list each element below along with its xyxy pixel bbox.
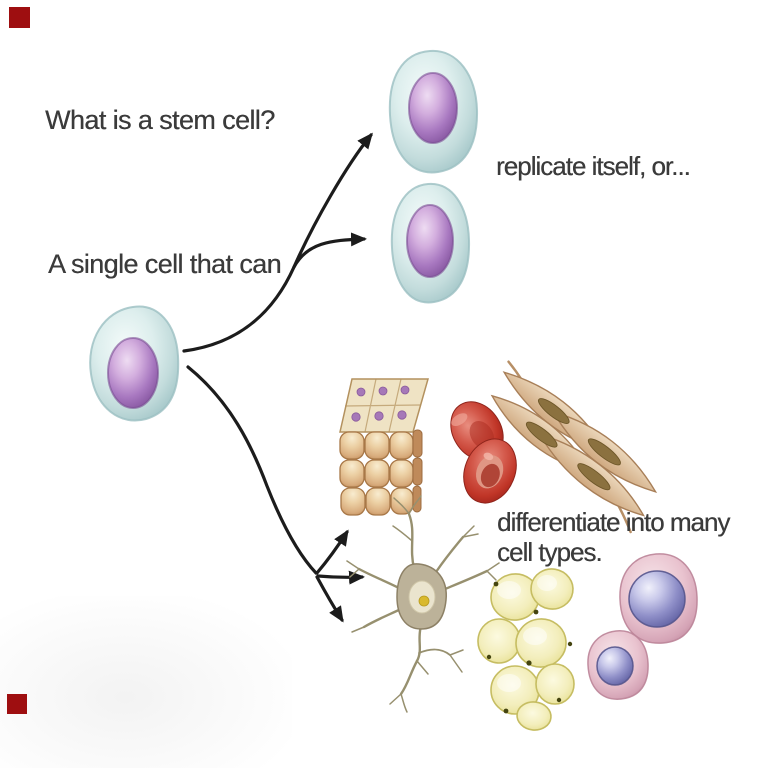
corner-marker-top-left xyxy=(9,7,30,28)
replicated-cell-top-nucleus xyxy=(408,72,458,144)
arrow-to-replicated-cell-bottom xyxy=(292,232,367,269)
fat-cell-dots xyxy=(486,581,573,714)
smooth-muscle-illustration xyxy=(490,360,658,534)
white-blood-cell-large-nucleus xyxy=(628,570,686,628)
arrow-down-right xyxy=(315,575,344,623)
differentiate-label-line1: differentiate into many xyxy=(497,507,730,537)
subject-label: A single cell that can xyxy=(48,249,282,279)
neuron-illustration xyxy=(346,495,500,713)
replicated-cell-top xyxy=(388,49,479,174)
white-blood-cell-small xyxy=(587,630,649,700)
arrow-to-neuron xyxy=(316,570,365,585)
corner-marker-bottom-left xyxy=(7,694,27,714)
epithelial-side-cells xyxy=(412,429,423,513)
fat-cells-illustration xyxy=(477,568,575,731)
replicated-cell-bottom-nucleus xyxy=(406,204,454,278)
stem-cell-nucleus xyxy=(107,337,159,409)
epithelial-front-cells xyxy=(339,431,414,516)
stem-cell-illustration xyxy=(89,305,180,422)
replicated-cell-bottom xyxy=(390,182,471,304)
arrow-to-tissue xyxy=(315,529,349,575)
white-blood-cell-small-nucleus xyxy=(596,646,634,686)
neuron-nucleolus xyxy=(418,595,430,607)
arrow-to-replicated-cell-top xyxy=(182,132,373,353)
replicate-label: replicate itself, or... xyxy=(496,151,691,181)
white-blood-cell-large xyxy=(619,553,698,644)
muscle-nuclei xyxy=(525,398,621,491)
differentiate-label-line2: cell types. xyxy=(497,537,603,567)
red-blood-cells-illustration xyxy=(450,401,517,504)
differentiate-branch-curve xyxy=(186,365,318,575)
epithelial-nuclei-dots xyxy=(351,385,410,422)
differentiate-label: differentiate into many cell types. xyxy=(497,507,730,567)
branch-arrows xyxy=(182,132,373,623)
question-label: What is a stem cell? xyxy=(45,105,275,135)
epithelial-tissue-illustration xyxy=(339,378,429,516)
